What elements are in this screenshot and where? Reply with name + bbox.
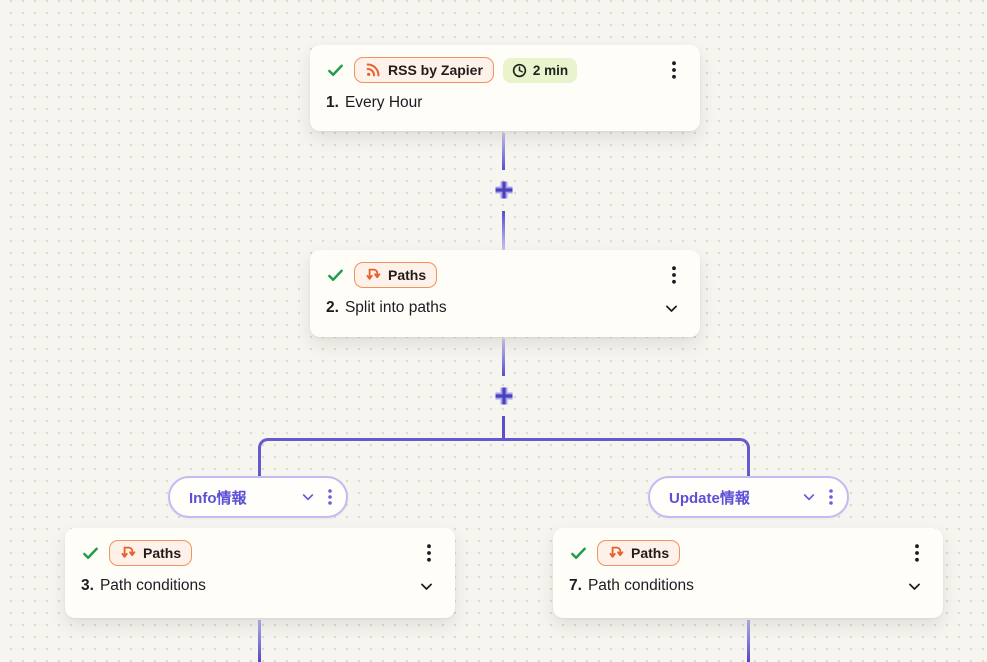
path-label-pill-right[interactable]: Update情報	[648, 476, 849, 518]
paths-icon	[366, 268, 381, 280]
status-check-icon	[328, 64, 343, 76]
kebab-icon	[672, 61, 676, 79]
step-number: 7.	[569, 577, 582, 594]
app-name: Paths	[631, 545, 670, 561]
app-name: RSS by Zapier	[388, 62, 483, 78]
rss-icon	[366, 63, 380, 77]
step-card-7[interactable]: Paths 7. Path conditions	[553, 528, 943, 618]
expand-step-button[interactable]	[416, 578, 437, 595]
connector-line	[502, 133, 505, 170]
step-menu-button[interactable]	[666, 264, 682, 286]
step-title: Path conditions	[99, 577, 206, 594]
step-card-3[interactable]: Paths 3. Path conditions	[65, 528, 455, 618]
clock-icon	[512, 63, 527, 77]
connector-line	[502, 339, 505, 376]
plus-icon	[495, 181, 513, 199]
add-step-button[interactable]	[492, 384, 516, 408]
paths-icon	[121, 546, 136, 558]
chevron-down-icon	[803, 494, 815, 501]
app-name: Paths	[388, 267, 427, 283]
step-number: 3.	[81, 577, 94, 594]
path-expand-button[interactable]	[801, 489, 817, 505]
kebab-icon	[915, 544, 919, 562]
step-title: Split into paths	[344, 299, 447, 316]
path-menu-button[interactable]	[316, 489, 332, 505]
kebab-icon	[829, 489, 833, 505]
path-expand-button[interactable]	[300, 489, 316, 505]
path-label: Update情報	[669, 489, 750, 507]
app-badge-paths[interactable]: Paths	[354, 262, 438, 288]
connector-line	[258, 620, 261, 662]
kebab-icon	[427, 544, 431, 562]
step-menu-button[interactable]	[666, 59, 682, 81]
chevron-down-icon	[666, 305, 677, 312]
connector-line	[747, 620, 750, 662]
paths-icon	[609, 546, 624, 558]
add-step-button[interactable]	[492, 178, 516, 202]
duration-text: 2 min	[532, 62, 569, 78]
app-badge-paths[interactable]: Paths	[597, 540, 681, 566]
step-card-2[interactable]: Paths 2. Split into paths	[310, 250, 700, 337]
step-menu-button[interactable]	[421, 542, 437, 564]
step-number: 1.	[326, 94, 339, 111]
chevron-down-icon	[909, 583, 920, 590]
path-label: Info情報	[189, 489, 247, 507]
step-title: Every Hour	[344, 94, 423, 111]
kebab-icon	[672, 266, 676, 284]
path-menu-button[interactable]	[817, 489, 833, 505]
expand-step-button[interactable]	[661, 300, 682, 317]
app-badge-rss[interactable]: RSS by Zapier	[354, 57, 494, 83]
expand-step-button[interactable]	[904, 578, 925, 595]
chevron-down-icon	[421, 583, 432, 590]
chevron-down-icon	[302, 494, 314, 501]
path-label-pill-left[interactable]: Info情報	[168, 476, 348, 518]
app-name: Paths	[143, 545, 182, 561]
kebab-icon	[328, 489, 332, 505]
connector-line	[502, 416, 505, 440]
status-check-icon	[83, 547, 98, 559]
status-check-icon	[571, 547, 586, 559]
step-title: Path conditions	[587, 577, 694, 594]
plus-icon	[495, 387, 513, 405]
step-number: 2.	[326, 299, 339, 316]
branch-connector	[258, 438, 750, 478]
app-badge-paths[interactable]: Paths	[109, 540, 193, 566]
step-menu-button[interactable]	[909, 542, 925, 564]
connector-line	[502, 211, 505, 250]
step-card-1[interactable]: RSS by Zapier 2 min 1. Every Hour	[310, 45, 700, 131]
status-check-icon	[328, 269, 343, 281]
duration-badge: 2 min	[502, 57, 578, 83]
